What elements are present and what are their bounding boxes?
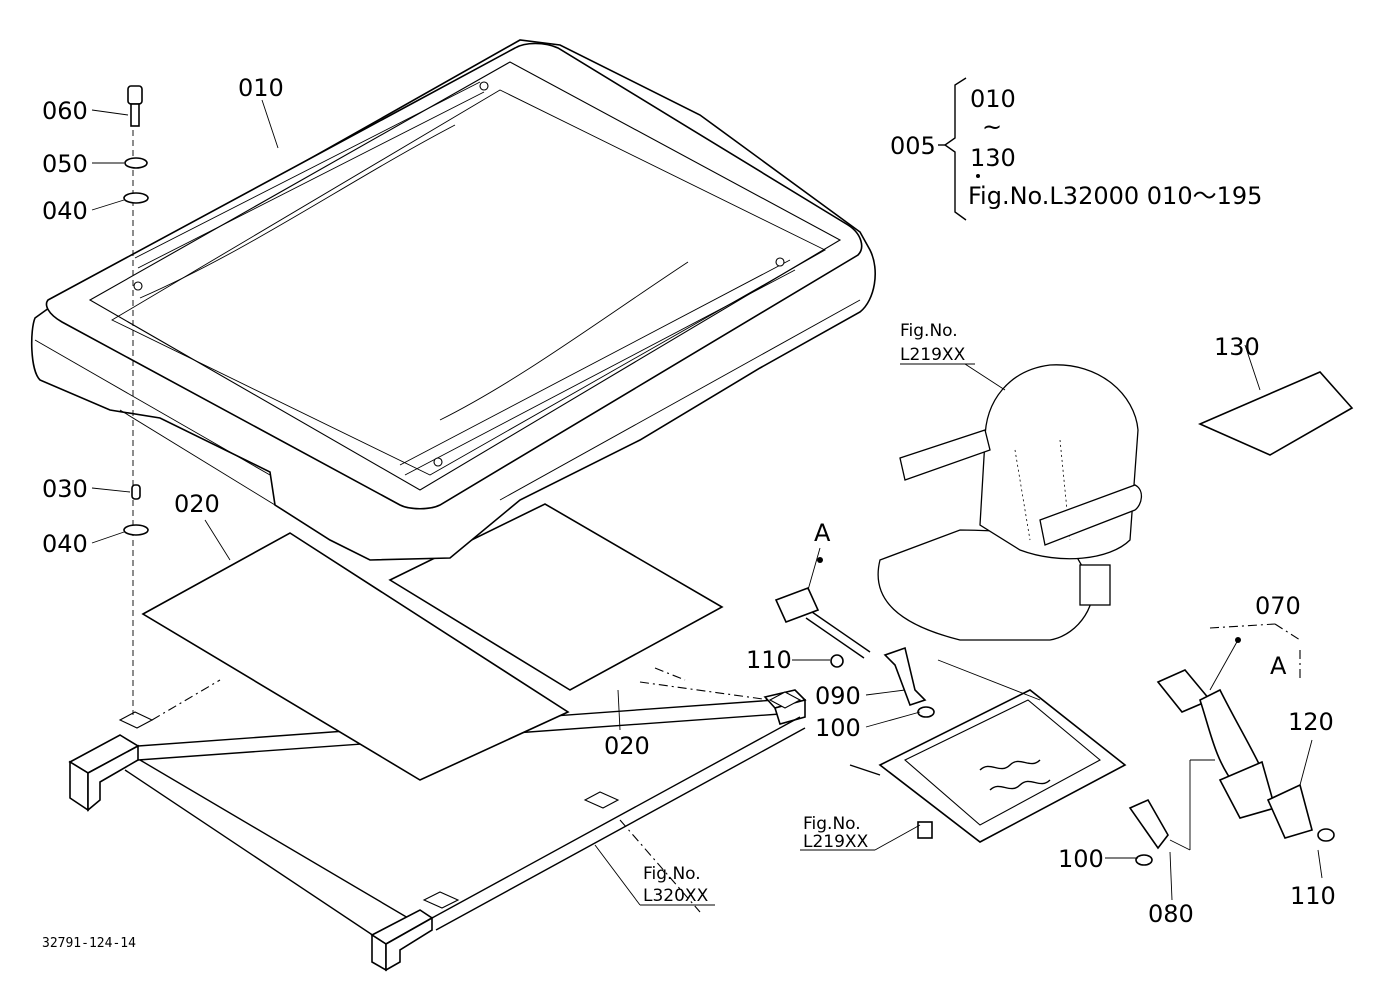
callout-040-bottom: 040 — [42, 530, 88, 558]
callout-040-top: 040 — [42, 197, 88, 225]
roof-panel — [30, 39, 876, 561]
manual-document — [1198, 344, 1354, 456]
callout-090: 090 — [815, 682, 861, 710]
callout-070: 070 — [1255, 592, 1301, 620]
callout-020-left: 020 — [174, 490, 220, 518]
group-005-from: 010 — [970, 85, 1016, 113]
group-005-figref: Fig.No.L32000 010〜195 — [968, 182, 1262, 210]
callout-080: 080 — [1148, 900, 1194, 928]
callout-030: 030 — [42, 475, 88, 503]
figref-frame-line1: Fig.No. — [643, 864, 701, 884]
figref-slider-line1: Fig.No. — [803, 814, 861, 834]
group-005-tilde: ~ — [982, 113, 1002, 141]
belt-buckle — [774, 586, 935, 718]
ref-a-belt: A — [1270, 652, 1287, 680]
callout-120: 120 — [1288, 708, 1334, 736]
seat-belt — [1128, 669, 1335, 866]
callout-010: 010 — [238, 74, 284, 102]
base-frame — [68, 667, 807, 972]
callout-060: 060 — [42, 97, 88, 125]
callout-050: 050 — [42, 150, 88, 178]
drawing-number: 32791-124-14 — [42, 936, 136, 951]
callout-130: 130 — [1214, 333, 1260, 361]
callout-020-right: 020 — [604, 732, 650, 760]
group-005-to: 130 — [970, 144, 1016, 172]
seat-slider — [849, 689, 1127, 843]
callout-005: 005 — [890, 132, 936, 160]
seat — [877, 364, 1143, 641]
figref-frame-line2: L320XX — [643, 886, 709, 906]
callout-110-right: 110 — [1290, 882, 1336, 910]
callout-100-top: 100 — [815, 714, 861, 742]
floor-mats — [141, 503, 724, 781]
ref-a-buckle: A — [814, 519, 831, 547]
figref-slider-line2: L219XX — [803, 832, 869, 852]
leader-lines — [91, 99, 1323, 906]
callout-100-bottom: 100 — [1058, 845, 1104, 873]
figref-seat-line1: Fig.No. — [900, 321, 958, 341]
figref-seat-line2: L219XX — [900, 345, 966, 365]
callout-110-left: 110 — [746, 646, 792, 674]
bracket-005 — [938, 77, 980, 221]
fastener-stack — [123, 85, 149, 715]
